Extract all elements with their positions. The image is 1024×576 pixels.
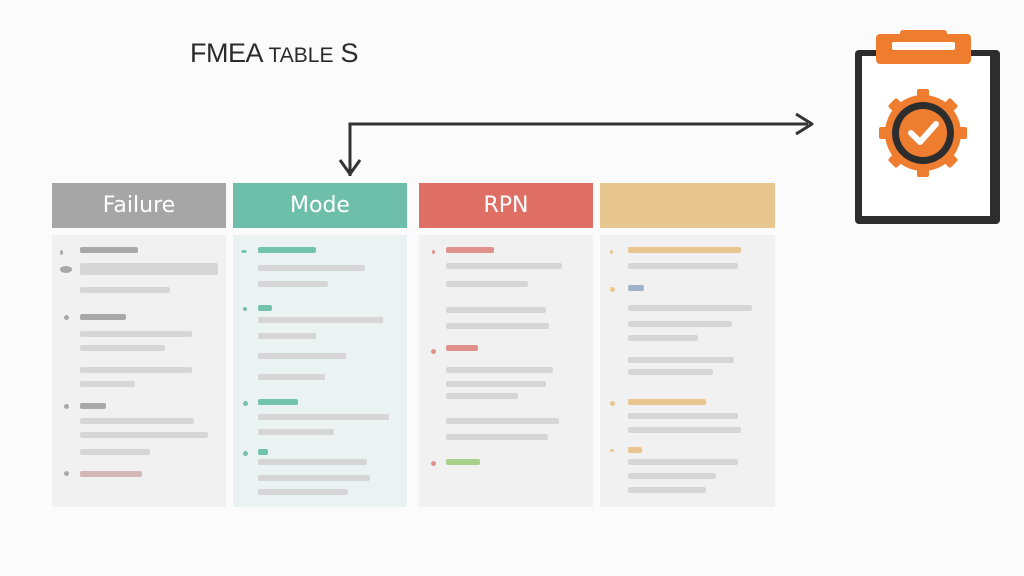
placeholder-text-line bbox=[446, 381, 546, 387]
bullet-marker bbox=[432, 250, 435, 254]
bullet-marker bbox=[610, 401, 615, 406]
placeholder-heading-line bbox=[258, 305, 272, 311]
placeholder-text-line bbox=[258, 489, 348, 495]
placeholder-text-line bbox=[80, 367, 192, 373]
bullet-marker bbox=[243, 401, 248, 406]
placeholder-heading-line bbox=[80, 314, 126, 320]
placeholder-text-line bbox=[446, 393, 518, 399]
placeholder-text-line bbox=[446, 434, 548, 440]
placeholder-text-line bbox=[258, 353, 346, 359]
placeholder-text-line bbox=[628, 321, 732, 327]
column-header-rpn: RPN bbox=[419, 183, 593, 228]
placeholder-text-line bbox=[80, 381, 135, 387]
placeholder-heading-line bbox=[628, 247, 741, 253]
placeholder-text-line bbox=[80, 432, 208, 438]
placeholder-text-line bbox=[258, 317, 383, 323]
placeholder-text-line bbox=[628, 487, 706, 493]
column-body-mode bbox=[233, 235, 407, 507]
placeholder-text-line bbox=[446, 418, 559, 424]
placeholder-text-line bbox=[446, 323, 549, 329]
placeholder-heading-line bbox=[258, 247, 316, 253]
placeholder-text-line bbox=[628, 427, 741, 433]
column-body-failure bbox=[52, 235, 226, 507]
bullet-marker bbox=[64, 315, 69, 320]
placeholder-heading-line bbox=[258, 449, 268, 455]
title-main: FMEA bbox=[190, 38, 269, 68]
placeholder-text-line bbox=[446, 307, 546, 313]
bullet-marker bbox=[60, 266, 72, 273]
bullet-marker bbox=[64, 471, 69, 476]
bullet-marker bbox=[610, 250, 613, 254]
clipboard-gear-check-icon bbox=[855, 30, 1000, 224]
placeholder-text-line bbox=[628, 263, 738, 269]
diagram-title: FMEA TABLE S bbox=[190, 38, 358, 69]
placeholder-heading-line bbox=[80, 247, 138, 253]
placeholder-text-line bbox=[80, 263, 218, 275]
placeholder-heading-line bbox=[446, 459, 480, 465]
column-body-blank bbox=[600, 235, 775, 507]
bullet-marker bbox=[243, 451, 248, 456]
placeholder-text-line bbox=[628, 473, 716, 479]
placeholder-text-line bbox=[258, 459, 367, 465]
placeholder-text-line bbox=[80, 449, 150, 455]
placeholder-text-line bbox=[628, 459, 738, 465]
placeholder-text-line bbox=[628, 335, 698, 341]
bullet-marker bbox=[431, 349, 436, 354]
placeholder-heading-line bbox=[80, 403, 106, 409]
placeholder-heading-line bbox=[446, 247, 494, 253]
bullet-marker bbox=[431, 461, 436, 466]
placeholder-text-line bbox=[258, 333, 316, 339]
placeholder-text-line bbox=[446, 367, 553, 373]
placeholder-text-line bbox=[258, 429, 334, 435]
placeholder-text-line bbox=[80, 418, 194, 424]
placeholder-heading-line bbox=[80, 471, 142, 477]
column-header-blank bbox=[600, 183, 775, 228]
placeholder-text-line bbox=[446, 263, 562, 269]
placeholder-text-line bbox=[258, 475, 370, 481]
title-end: S bbox=[333, 38, 358, 68]
placeholder-text-line bbox=[80, 331, 192, 337]
bullet-marker bbox=[610, 449, 614, 452]
column-body-rpn bbox=[419, 235, 593, 507]
placeholder-heading-line bbox=[628, 447, 642, 453]
placeholder-heading-line bbox=[628, 399, 706, 405]
placeholder-text-line bbox=[628, 357, 734, 363]
placeholder-text-line bbox=[628, 369, 713, 375]
placeholder-text-line bbox=[628, 305, 752, 311]
placeholder-heading-line bbox=[258, 399, 298, 405]
placeholder-heading-line bbox=[446, 345, 478, 351]
bullet-marker bbox=[64, 404, 69, 409]
title-small: TABLE bbox=[268, 44, 334, 67]
placeholder-heading-line bbox=[628, 285, 644, 291]
column-header-mode: Mode bbox=[233, 183, 407, 228]
placeholder-text-line bbox=[80, 287, 170, 293]
placeholder-text-line bbox=[258, 374, 325, 380]
placeholder-text-line bbox=[80, 345, 165, 351]
placeholder-text-line bbox=[628, 413, 738, 419]
column-header-failure: Failure bbox=[52, 183, 226, 228]
placeholder-text-line bbox=[258, 281, 328, 287]
bullet-marker bbox=[243, 307, 247, 311]
placeholder-text-line bbox=[446, 281, 528, 287]
placeholder-text-line bbox=[258, 265, 365, 271]
bullet-marker bbox=[241, 250, 247, 253]
bullet-marker bbox=[60, 250, 63, 255]
placeholder-text-line bbox=[258, 414, 389, 420]
bullet-marker bbox=[610, 287, 615, 292]
